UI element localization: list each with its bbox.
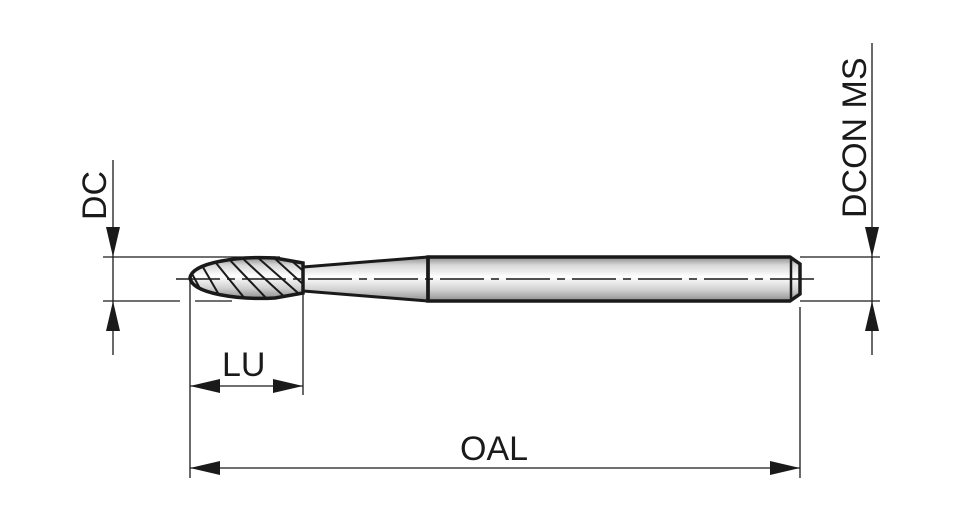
dc-label: DC [76, 170, 114, 220]
lu-label: LU [222, 346, 266, 384]
dcon-ms-label: DCON MS [836, 57, 874, 218]
arrowheads [106, 227, 879, 475]
oal-label: OAL [460, 430, 529, 468]
